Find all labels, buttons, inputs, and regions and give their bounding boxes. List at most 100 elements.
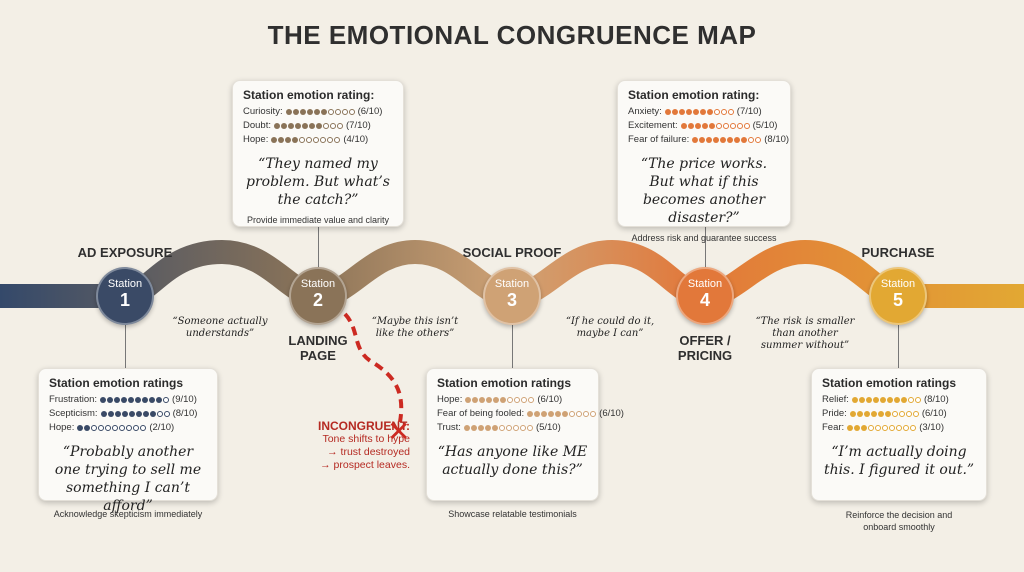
- rating-dot-filled: [486, 397, 493, 403]
- rating-dot-filled: [285, 109, 292, 115]
- rating-dot-empty: [334, 137, 341, 143]
- rating-dot-filled: [463, 425, 470, 431]
- rating-dot-filled: [534, 411, 541, 417]
- rating-dot-filled: [555, 411, 562, 417]
- rating-dot-filled: [285, 137, 292, 143]
- station-5-note: Reinforce the decision and onboard smoot…: [845, 510, 953, 532]
- rating-row: Frustration:(9/10): [49, 393, 207, 407]
- card-5-quote: “I’m actually doing this. I figured it o…: [823, 444, 975, 478]
- station-4-number: 4: [699, 290, 710, 310]
- rating-label: Fear:: [822, 422, 845, 433]
- rating-score: (4/10): [343, 134, 369, 145]
- card-2-title: Station emotion rating:: [243, 88, 375, 102]
- rating-dot-empty: [569, 411, 576, 417]
- rating-score: (6/10): [921, 408, 947, 419]
- rating-score: (9/10): [172, 394, 197, 405]
- rating-dots: [271, 137, 341, 143]
- rating-score: (8/10): [764, 134, 790, 145]
- incongruent-dashed-path: [343, 312, 404, 423]
- card-4-quote: “The price works. But what if this becom…: [640, 156, 768, 226]
- rating-dot-empty: [334, 109, 341, 115]
- rating-dots: [274, 123, 343, 129]
- rating-dots: [100, 411, 170, 417]
- rating-label: Relief:: [822, 394, 849, 405]
- station-1-label: AD EXPOSURE: [77, 245, 173, 260]
- rating-dots: [849, 411, 919, 417]
- rating-dot-filled: [861, 425, 868, 431]
- station-1-number: 1: [119, 290, 130, 310]
- rating-dot-filled: [100, 411, 107, 417]
- rating-dot-filled: [680, 123, 687, 129]
- rating-dot-empty: [891, 411, 898, 417]
- rating-dot-filled: [562, 411, 569, 417]
- rating-dots: [285, 109, 355, 115]
- station-2-card: Station emotion rating: Curiosity:(6/10)…: [232, 80, 404, 227]
- rating-dot-filled: [493, 397, 500, 403]
- rating-dots: [847, 425, 917, 431]
- rating-dot-empty: [590, 411, 597, 417]
- card-5-ratings: Relief:(8/10)Pride:(6/10)Fear:(3/10): [822, 393, 976, 435]
- incongruent-line-3: → prospect leaves.: [320, 459, 410, 471]
- station-4-word: Station: [687, 278, 723, 290]
- rating-dot-filled: [706, 137, 713, 143]
- rating-dot-filled: [142, 397, 149, 403]
- station-5-card: Station emotion ratings Relief:(8/10)Pri…: [811, 368, 987, 501]
- connector-5: [898, 322, 899, 368]
- station-5-circle: Station 5: [869, 267, 927, 325]
- station-1-word: Station: [107, 278, 143, 290]
- rating-dot-filled: [687, 123, 694, 129]
- station-2-word: Station: [300, 278, 336, 290]
- rating-score: (6/10): [599, 408, 624, 419]
- rating-dot-filled: [484, 425, 491, 431]
- transition-quote-3: “If he could do it, maybe I can”: [565, 316, 655, 339]
- rating-dot-filled: [114, 411, 121, 417]
- rating-dot-empty: [119, 425, 126, 431]
- rating-dot-filled: [491, 425, 498, 431]
- rating-label: Doubt:: [243, 120, 271, 131]
- rating-dot-filled: [527, 411, 534, 417]
- card-1-title: Station emotion ratings: [49, 376, 184, 390]
- rating-dot-empty: [112, 425, 119, 431]
- transition-quote-4: “The risk is smaller than another summer…: [755, 316, 855, 351]
- rating-dot-filled: [299, 109, 306, 115]
- rating-dot-empty: [526, 425, 533, 431]
- rating-dot-empty: [576, 411, 583, 417]
- card-2-note: Provide immediate value and clarity: [246, 215, 390, 225]
- rating-label: Hope:: [243, 134, 269, 145]
- rating-dot-empty: [583, 411, 590, 417]
- rating-dot-empty: [348, 109, 355, 115]
- station-4-card: Station emotion rating: Anxiety:(7/10)Ex…: [617, 80, 791, 243]
- rating-dot-filled: [692, 137, 699, 143]
- rating-dot-filled: [84, 425, 91, 431]
- rating-dot-empty: [910, 425, 917, 431]
- rating-dot-empty: [748, 137, 755, 143]
- rating-dot-empty: [727, 109, 734, 115]
- rating-dot-filled: [727, 137, 734, 143]
- rating-dot-empty: [133, 425, 140, 431]
- card-4-note: Address risk and guarantee success: [631, 233, 777, 243]
- rating-row: Trust:(5/10): [437, 421, 588, 435]
- station-4-label: OFFER / PRICING: [677, 333, 733, 363]
- rating-dot-filled: [465, 397, 472, 403]
- rating-label: Scepticism:: [49, 408, 98, 419]
- rating-dot-empty: [327, 109, 334, 115]
- rating-dot-empty: [868, 425, 875, 431]
- rating-dot-filled: [306, 109, 313, 115]
- rating-row: Fear:(3/10): [822, 421, 976, 435]
- connector-1: [125, 322, 126, 370]
- transition-quote-2: “Maybe this isn’t like the others”: [371, 316, 459, 339]
- rating-dot-empty: [512, 425, 519, 431]
- rating-row: Curiosity:(6/10): [243, 105, 393, 119]
- rating-dot-empty: [905, 411, 912, 417]
- rating-dot-filled: [274, 123, 280, 129]
- rating-dot-filled: [741, 137, 748, 143]
- rating-row: Doubt:(7/10): [243, 119, 393, 133]
- rating-dot-empty: [898, 411, 905, 417]
- rating-dot-empty: [519, 425, 526, 431]
- rating-dot-filled: [865, 397, 872, 403]
- rating-row: Pride:(6/10): [822, 407, 976, 421]
- rating-dot-filled: [128, 411, 135, 417]
- rating-dot-filled: [877, 411, 884, 417]
- rating-score: (7/10): [736, 106, 762, 117]
